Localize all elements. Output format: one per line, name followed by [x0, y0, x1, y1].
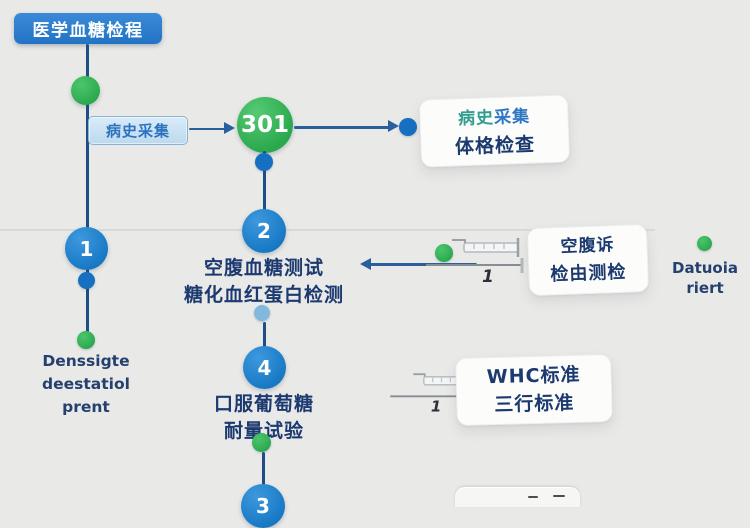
arrow-301-to-card-line: [294, 126, 390, 129]
green-dot-under-step4: [252, 433, 271, 452]
node-301: 301: [237, 97, 293, 153]
blue-dot-before-exam-card: [399, 118, 417, 136]
card-fasting-line2: 检由测检: [550, 261, 627, 286]
node-step2-text: 2: [257, 219, 271, 243]
clipped-text-fragment: [528, 496, 538, 498]
card-exam-line1: 病史采集: [458, 102, 531, 131]
step4-caption: 口服葡萄糖 耐量试验: [150, 391, 378, 445]
card-exam-line2: 体格检查: [454, 133, 536, 158]
green-dot-before-syringe1: [435, 244, 453, 262]
card-history-physical-exam: 病史采集 体格检查: [418, 94, 571, 168]
connector-left-vertical: [85, 44, 89, 340]
clipped-text-fragment: [553, 495, 565, 497]
connector-step4-to-step3: [261, 452, 265, 485]
left-note-line1: Denssigte: [42, 352, 130, 370]
left-note: Denssigte deestatiol prent: [23, 350, 149, 419]
node-step3-text: 3: [256, 494, 270, 518]
arrow-left-icon: [360, 258, 371, 270]
arrow-right-icon: [224, 122, 235, 134]
left-note-line3: prent: [62, 398, 110, 416]
step2-caption-line1: 空腹血糖测试: [203, 257, 324, 279]
node-step4: 4: [243, 346, 286, 389]
step4-caption-line1: 口服葡萄糖: [213, 393, 314, 415]
page-title: 医学血糖检程: [14, 13, 162, 44]
history-collection-tag-text: 病史采集: [105, 122, 170, 140]
step2-caption: 空腹血糖测试 糖化血红蛋白检测: [140, 255, 388, 309]
green-dot-left-column: [77, 331, 95, 349]
node-301-text: 301: [240, 112, 289, 138]
clipped-bottom-card: [455, 487, 580, 507]
card-standard-line1: WHC标准: [486, 363, 581, 389]
history-collection-tag: 病史采集: [88, 116, 188, 145]
step2-caption-line2: 糖化血红蛋白检测: [183, 284, 344, 306]
right-note: Datuoia riert: [660, 258, 750, 298]
card-fasting-line1: 空腹诉: [560, 235, 615, 257]
node-step1: 1: [65, 227, 108, 270]
syringe-icon: 1: [426, 238, 524, 285]
card-exam-line1-part1: 病史: [457, 107, 495, 129]
blue-dot-under-301: [255, 153, 273, 171]
card-fasting-check: 空腹诉 检由测检: [526, 223, 650, 297]
syringe-digit: 1: [431, 397, 441, 414]
syringe-digit: 1: [482, 267, 494, 285]
card-standard: WHC标准 三行标准: [455, 353, 613, 427]
lightblue-dot: [254, 305, 270, 321]
blue-dot-under-step1: [78, 272, 95, 289]
card-exam-line1-part2: 采集: [493, 106, 531, 128]
right-note-line2: riert: [686, 279, 724, 297]
left-note-line2: deestatiol: [42, 375, 130, 393]
background-divider-line: [0, 229, 655, 231]
right-note-line1: Datuoia: [672, 259, 738, 277]
connector-301-to-step2: [262, 151, 266, 213]
node-step3: 3: [241, 484, 285, 528]
diagram-canvas: { "header": { "title": "医学血糖检程" }, "node…: [0, 13, 750, 528]
connector-step2-to-step4: [262, 322, 266, 349]
card-standard-line2: 三行标准: [494, 391, 575, 417]
start-green-dot: [71, 76, 100, 105]
node-step1-text: 1: [79, 236, 94, 261]
step4-caption-line2: 耐量试验: [223, 420, 304, 442]
arrow-fasting-to-step2-line: [369, 263, 477, 266]
green-dot-right-note: [697, 236, 712, 251]
arrow-right-icon: [388, 120, 399, 132]
node-step2: 2: [242, 209, 286, 253]
node-step4-text: 4: [257, 355, 272, 380]
page-title-text: 医学血糖检程: [32, 21, 144, 41]
arrow-tag-to-301-line: [189, 127, 225, 130]
